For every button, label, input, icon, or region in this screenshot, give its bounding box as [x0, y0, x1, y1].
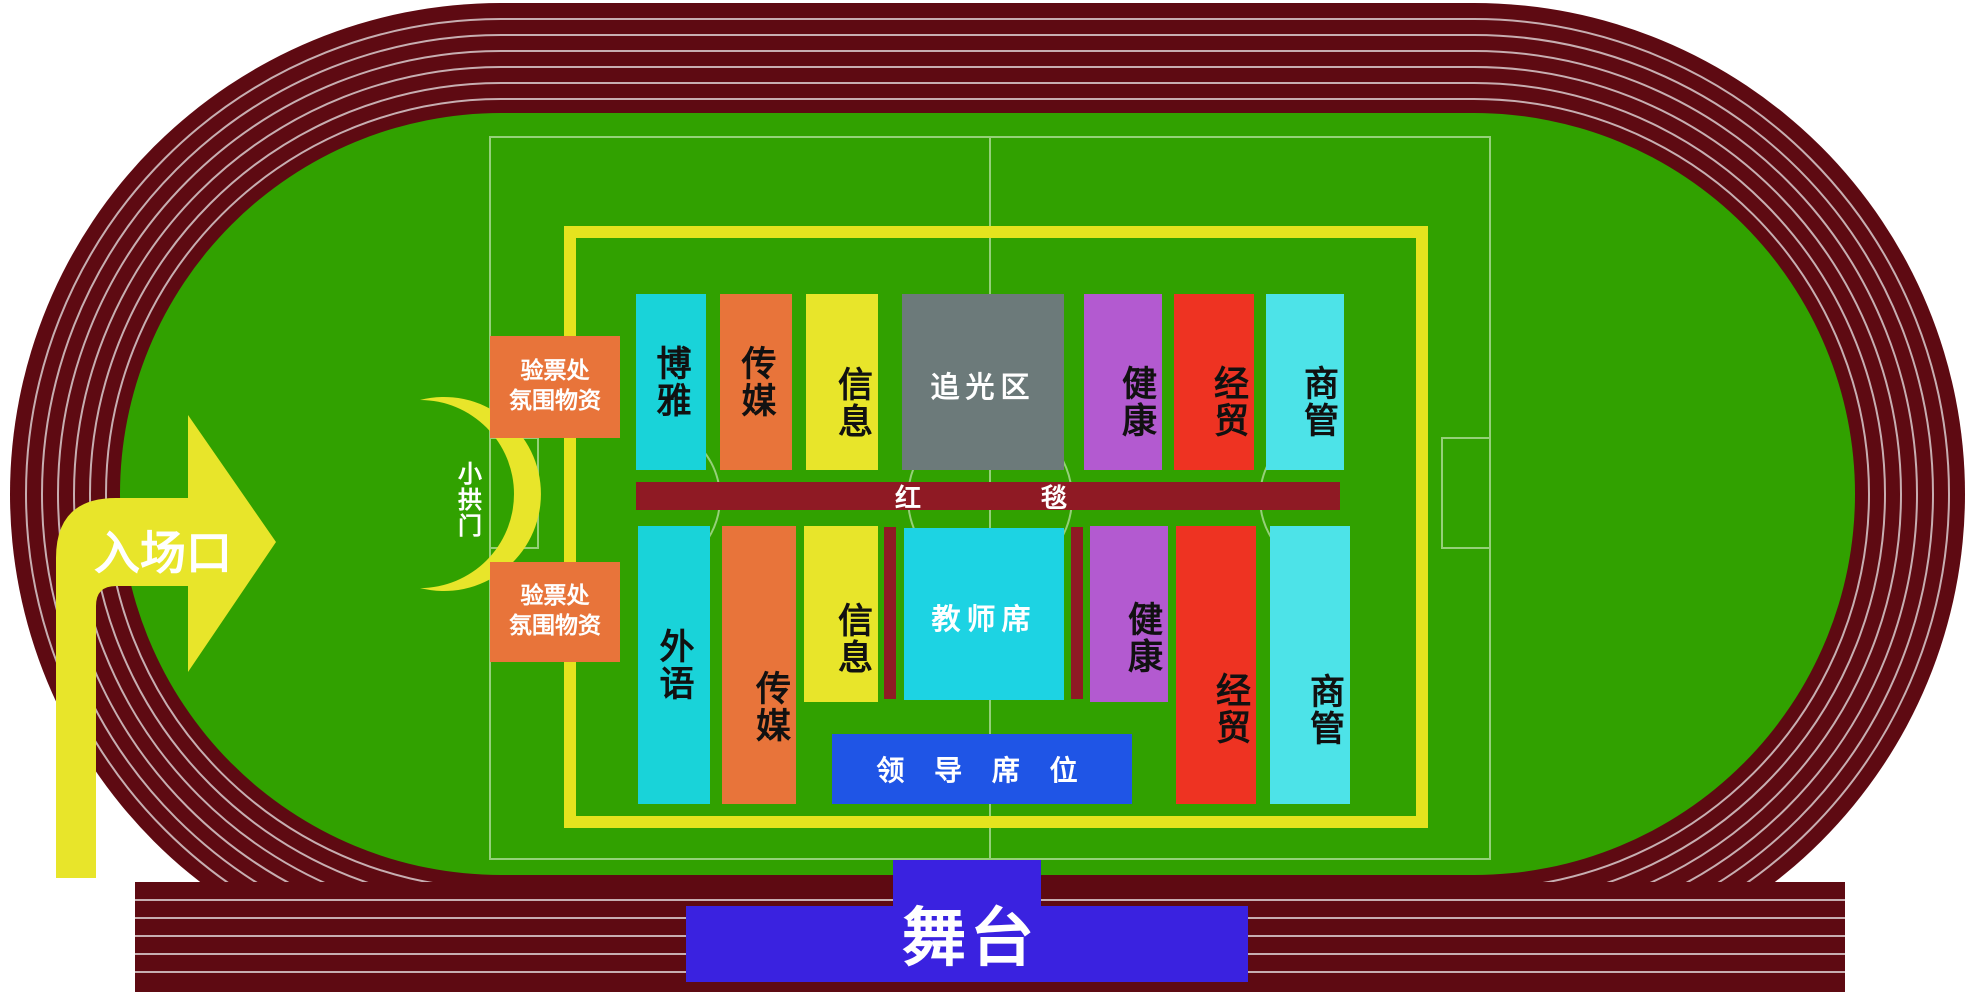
block-top-media[interactable]: 传媒	[720, 294, 792, 470]
block-bottom-media[interactable]: 传媒	[722, 526, 796, 804]
leader-seats[interactable]: 领 导 席 位	[832, 734, 1132, 804]
red-carpet-label-left: 红	[894, 483, 921, 514]
entrance-label: 入场口	[94, 526, 232, 580]
ticket-booth-top[interactable]: 验票处 氛围物资	[490, 336, 620, 438]
block-bottom-foreign[interactable]: 外语	[638, 526, 710, 804]
stage-top-tab	[893, 860, 1041, 910]
block-top-trade[interactable]: 经贸	[1174, 294, 1254, 470]
teacher-seats[interactable]: 教师席	[904, 528, 1064, 700]
block-top-business[interactable]: 商管	[1266, 294, 1344, 470]
stage-base	[686, 906, 1248, 982]
entrance-arrow	[56, 415, 276, 878]
block-bottom-business[interactable]: 商管	[1270, 526, 1350, 804]
red-carpet	[636, 482, 1340, 510]
spotlight-zone[interactable]: 追光区	[902, 294, 1064, 470]
ticket-bottom-line1: 验票处	[520, 583, 590, 610]
block-bottom-health[interactable]: 健康	[1090, 526, 1168, 702]
arch-crescent	[420, 397, 541, 591]
stage-label[interactable]: 舞台	[902, 902, 1038, 976]
strip-right	[1071, 527, 1083, 699]
strip-left	[884, 527, 896, 699]
block-bottom-trade[interactable]: 经贸	[1176, 526, 1256, 804]
ticket-top-line2: 氛围物资	[509, 388, 601, 414]
ticket-bottom-line2: 氛围物资	[509, 613, 601, 639]
block-top-health[interactable]: 健康	[1084, 294, 1162, 470]
ticket-booth-bottom[interactable]: 验票处 氛围物资	[490, 562, 620, 662]
arch-label[interactable]: 小拱门	[453, 461, 482, 539]
block-top-info[interactable]: 信息	[806, 294, 878, 470]
event-boundary	[564, 226, 1428, 828]
block-top-boya[interactable]: 博雅	[636, 294, 706, 470]
block-bottom-info[interactable]: 信息	[804, 526, 878, 702]
red-carpet-label-right: 毯	[1040, 483, 1067, 514]
ticket-top-line1: 验票处	[520, 358, 590, 385]
